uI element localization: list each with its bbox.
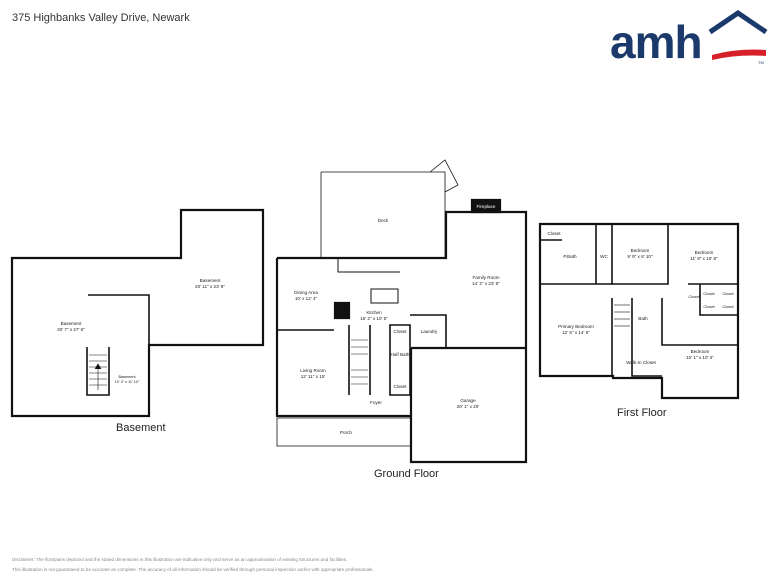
laundry-wall (410, 314, 447, 348)
room-label: Walk-In Closet (626, 360, 656, 365)
closets-walls (688, 283, 738, 316)
room-label: Dining Area (294, 290, 318, 295)
room-label: Closet (703, 291, 715, 296)
disclaimer-line-1: Disclaimer: The floorplans depicted and … (12, 557, 348, 562)
ground-floor-plan (275, 159, 528, 464)
room-label: Kitchen (366, 310, 382, 315)
room-dims: 10' 1" x 10' 3" (686, 355, 714, 360)
room-label: Family Room (472, 275, 499, 280)
kitchen-counter (337, 258, 400, 273)
deck-top (321, 171, 446, 257)
first-floor-plan (538, 222, 740, 400)
disclaimer-line-2: This illustration is not guaranteed to b… (12, 567, 374, 572)
room-label: Bedroom (631, 248, 650, 253)
amh-logo: amh TM (610, 10, 768, 65)
room-label: Garage (460, 398, 476, 403)
bedroom-wall (612, 224, 669, 285)
room-dims: 20' 7" x 27' 6" (57, 327, 85, 332)
room-label: Half Bath (391, 352, 410, 357)
basement-label: Basement (116, 422, 166, 434)
basement-inner-wall (88, 294, 150, 345)
room-label: Closet (393, 329, 407, 334)
room-label: Basement (200, 278, 221, 283)
halfbath-closet-block (389, 324, 411, 396)
room-dims: 10' x 12' 4" (295, 296, 318, 301)
first-stairs (614, 304, 630, 327)
basement-stairs (89, 354, 107, 390)
room-label: Basement (118, 375, 136, 379)
property-address: 375 Highbanks Valley Drive, Newark (12, 12, 190, 24)
room-label: Closet (703, 304, 715, 309)
ground-floor-label: Ground Floor (374, 468, 439, 480)
basement-walls (10, 208, 265, 418)
basement-plan (10, 208, 265, 418)
room-dims: 12' 11" x 15' (301, 374, 326, 379)
room-label: Primary Bedroom (558, 324, 594, 329)
room-label: Living Room (300, 368, 326, 373)
fridge (333, 301, 351, 320)
room-dims: 11' 8" x 10' 8" (690, 256, 718, 261)
bedroom3-wall (661, 298, 738, 346)
hall-walls (611, 298, 662, 377)
first-floor-label: First Floor (617, 407, 667, 419)
room-label: Laundry (421, 329, 438, 334)
logo-roof-icon (708, 10, 768, 35)
stair-walls (348, 325, 371, 395)
room-dims: 20' 11" x 23' 8" (195, 284, 225, 289)
first-outer-walls (538, 222, 740, 400)
room-dims: 14' 2" x 23' 8" (472, 281, 500, 286)
room-dims: 10' 4" x 11' 10" (115, 380, 140, 384)
room-label: Deck (378, 218, 389, 223)
room-label: P.Bath (563, 254, 577, 259)
logo-tm: TM (758, 60, 764, 65)
room-label: WC (600, 254, 608, 259)
room-label: Closet (547, 231, 561, 236)
kitchen-island (370, 288, 399, 304)
room-dims: 12' 5" x 14' 5" (562, 330, 590, 335)
porch-outline (276, 418, 411, 447)
room-label: Closet (722, 291, 734, 296)
room-label: Closet (688, 294, 700, 299)
ground-stairs (351, 339, 368, 385)
basement-stair-wall (86, 347, 110, 396)
logo-text: amh (610, 16, 702, 65)
room-label: Foyer (370, 400, 382, 405)
fireplace (470, 198, 502, 214)
room-dims: 9' 9" x 8' 10" (627, 254, 653, 259)
room-label: Basement (61, 321, 82, 326)
room-dims: 20' 1" x 20' (457, 404, 479, 409)
room-label: Closet (722, 304, 734, 309)
logo-swoosh-icon (712, 49, 766, 60)
room-label: Bedroom (695, 250, 714, 255)
deck-stairs (429, 159, 459, 193)
room-label: Fireplace (477, 204, 496, 209)
room-label: Porch (340, 430, 352, 435)
room-label: Bath (638, 316, 648, 321)
room-dims: 16' 2" x 10' 5" (360, 316, 388, 321)
ground-outer-walls (275, 210, 528, 464)
room-label: Closet (393, 384, 407, 389)
room-label: Bedroom (691, 349, 710, 354)
